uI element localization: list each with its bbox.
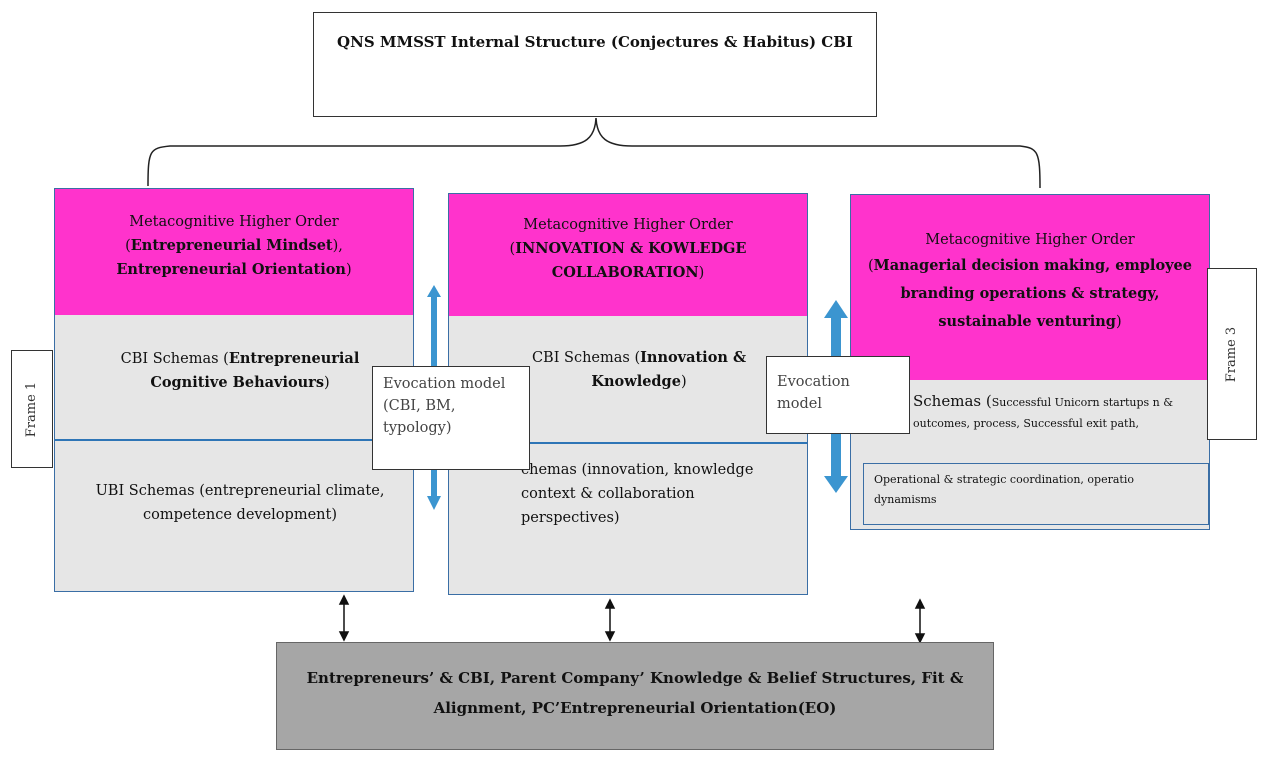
frame-3: Metacognitive Higher Order (Managerial d… [850,194,1210,530]
frame-2-header: Metacognitive Higher Order (INNOVATION &… [449,194,807,316]
evocation-box-2: Evocation model [766,356,910,434]
frame-2-divider [449,442,807,444]
frame-1-head-line1: Metacognitive Higher Order [129,214,339,230]
frame-2-head-line1: Metacognitive Higher Order [523,217,733,233]
brace [147,117,1041,189]
frame-1: Metacognitive Higher Order (Entrepreneur… [54,188,414,592]
link-arrow-1 [338,594,350,642]
frame-2-head-bold: INNOVATION & KOWLEDGE COLLABORATION [515,240,747,281]
frame-1-ubi-schemas: UBI Schemas (entrepreneurial climate, co… [95,483,385,523]
frame-3-header: Metacognitive Higher Order (Managerial d… [851,195,1209,380]
frame-2-lower-schemas: chemas (innovation, knowledge context & … [521,462,754,526]
bottom-text: Entrepreneurs’ & CBI, Parent Company’ Kn… [306,669,964,717]
bottom-foundation-box: Entrepreneurs’ & CBI, Parent Company’ Kn… [276,642,994,750]
evocation-box-1: Evocation model (CBI, BM, typology) [372,366,530,470]
link-arrow-2 [604,598,616,642]
diagram-title: QNS MMSST Internal Structure (Conjecture… [337,33,853,51]
frame-1-side-label: Frame 1 [11,350,53,468]
frame-1-head-bold2: Entrepreneurial Orientation [116,261,346,278]
frame-3-operational-box: Operational & strategic coordination, op… [863,463,1209,525]
frame-1-cbi-schemas: CBI Schemas (Entrepreneurial Cognitive B… [120,350,360,391]
link-arrow-3 [914,598,926,644]
diagram-title-box: QNS MMSST Internal Structure (Conjecture… [313,12,877,117]
frame-3-head-line1: Metacognitive Higher Order [925,232,1135,248]
frame-3-schemas: Schemas (Successful Unicorn startups n &… [913,392,1174,430]
frame-1-divider [55,439,413,441]
frame-3-head-bold: Managerial decision making, employee bra… [873,257,1192,330]
frame-2-cbi-schemas: CBI Schemas (Innovation & Knowledge) [531,349,747,390]
frame-1-head-bold1: Entrepreneurial Mindset [130,237,333,254]
frame-3-side-label: Frame 3 [1207,268,1257,440]
frame-1-header: Metacognitive Higher Order (Entrepreneur… [55,189,413,315]
